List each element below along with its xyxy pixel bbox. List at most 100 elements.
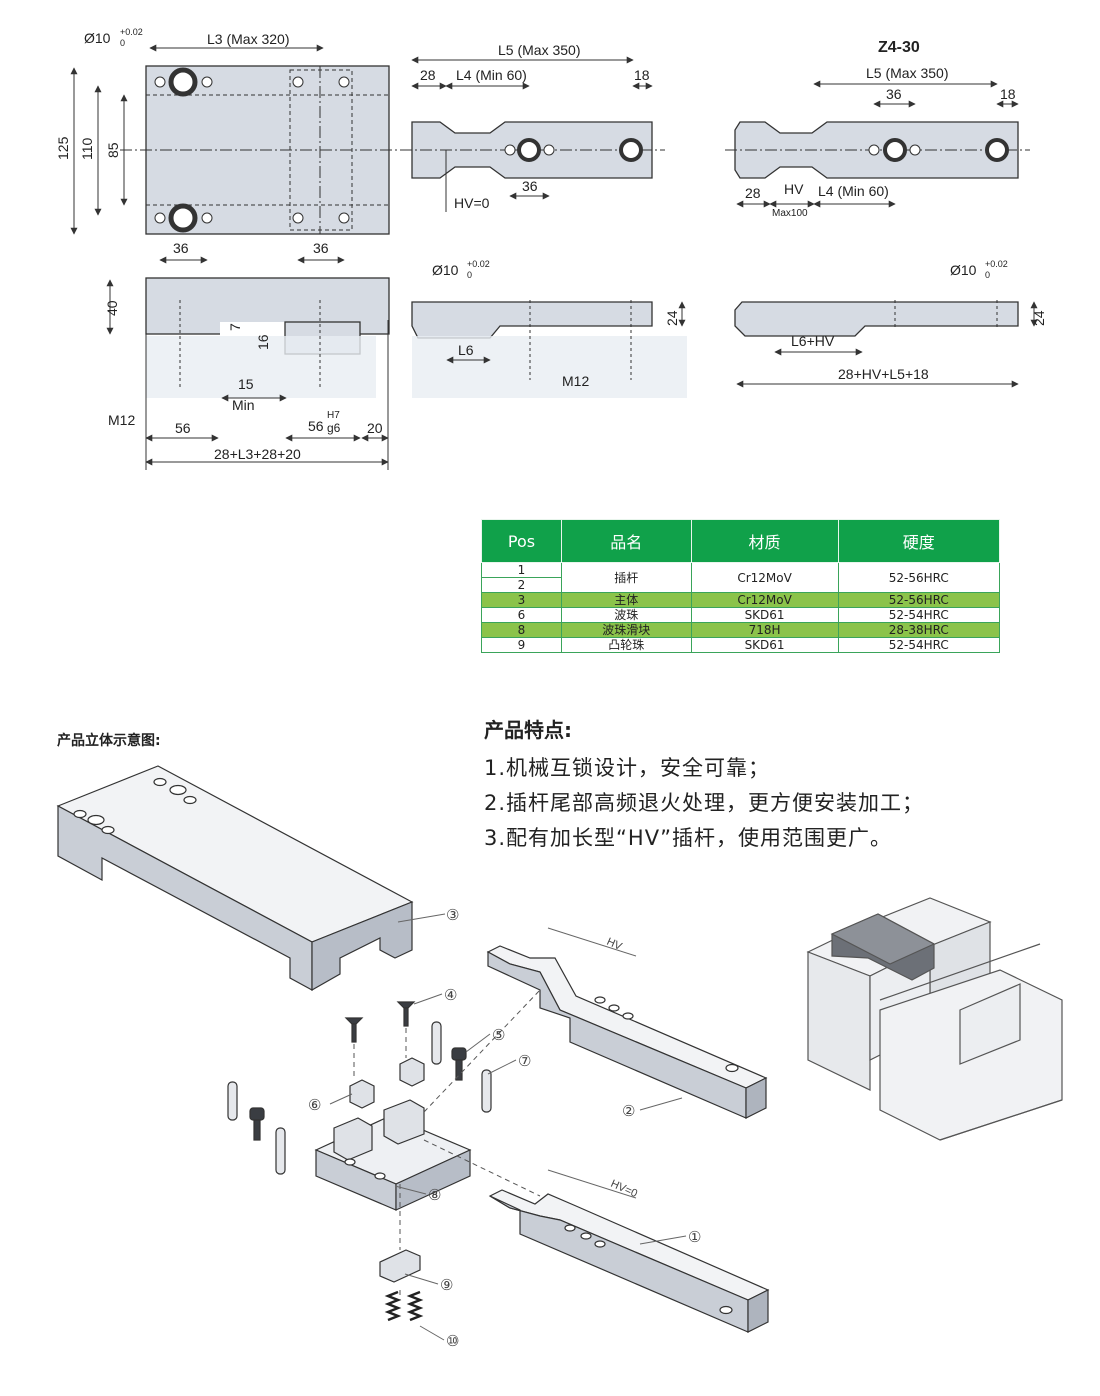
cell-pos: 8 bbox=[481, 622, 562, 638]
cell-name: 凸轮珠 bbox=[560, 637, 692, 653]
dim-max100: Max100 bbox=[772, 208, 808, 219]
table-row: 8 波珠滑块 718H 28-38HRC bbox=[481, 622, 1000, 638]
features-title: 产品特点: bbox=[484, 718, 572, 742]
iso-section-label: 产品立体示意图: bbox=[57, 733, 161, 749]
feature-item: 1.机械互锁设计，安全可靠； bbox=[484, 756, 771, 780]
cell-material: Cr12MoV bbox=[690, 592, 839, 608]
dim-24-right: 24 bbox=[1031, 310, 1047, 326]
springs bbox=[384, 1290, 424, 1322]
cell-hardness: 52-56HRC bbox=[837, 592, 1000, 608]
dim-40: 40 bbox=[104, 300, 120, 316]
dim-d10-left: Ø10 bbox=[84, 30, 111, 46]
cell-material: SKD61 bbox=[690, 637, 839, 653]
ball-plunger-3d bbox=[349, 1057, 425, 1109]
feature-item: 3.配有加长型“HV”插杆，使用范围更广。 bbox=[484, 826, 892, 850]
dim-7: 7 bbox=[227, 323, 243, 331]
dim-28-mid: 28 bbox=[420, 67, 436, 83]
cell-hardness: 28-38HRC bbox=[837, 622, 1000, 638]
dim-85: 85 bbox=[105, 142, 121, 158]
dim-36-b: 36 bbox=[313, 240, 329, 256]
dim-total-right: 28+HV+L5+18 bbox=[838, 366, 929, 382]
callout-5: ⑤ bbox=[492, 1027, 505, 1044]
callout-2: ② bbox=[622, 1103, 635, 1120]
dim-m12-mid: M12 bbox=[562, 373, 589, 389]
cell-pos: 9 bbox=[481, 637, 562, 653]
dim-l4-mid: L4 (Min 60) bbox=[456, 67, 527, 83]
callout-4: ④ bbox=[444, 987, 457, 1004]
dim-tol-up: +0.02 bbox=[120, 27, 143, 37]
dim-36-mid: 36 bbox=[522, 178, 538, 194]
callout-1: ① bbox=[688, 1229, 701, 1246]
dim-24-mid: 24 bbox=[664, 310, 680, 326]
model-code: Z4-30 bbox=[878, 39, 920, 56]
dim-36-a: 36 bbox=[173, 240, 189, 256]
cell-pos: 3 bbox=[481, 592, 562, 608]
dim-min: Min bbox=[232, 397, 255, 413]
cell-name: 波珠 bbox=[560, 607, 692, 623]
dim-110: 110 bbox=[79, 137, 95, 160]
dim-hv-right: HV bbox=[784, 181, 804, 197]
callout-10: ⑩ bbox=[446, 1333, 459, 1350]
screws bbox=[249, 1001, 467, 1141]
dim-l6: L6 bbox=[458, 342, 474, 358]
dim-20: 20 bbox=[367, 420, 383, 436]
header-hardness: 硬度 bbox=[837, 519, 1000, 563]
callout-9: ⑨ bbox=[440, 1277, 453, 1294]
cell-name: 波珠滑块 bbox=[560, 622, 692, 638]
dim-g6: g6 bbox=[327, 421, 341, 435]
dim-16: 16 bbox=[255, 334, 271, 350]
spec-table: Pos 品名 材质 硬度 1 插杆 Cr12MoV 52-56HRC 2 3 主… bbox=[481, 519, 1000, 653]
dim-15: 15 bbox=[238, 376, 254, 392]
cell-material: Cr12MoV bbox=[690, 562, 839, 593]
mold-assembly-illustration bbox=[806, 897, 1063, 1141]
svg-text:0: 0 bbox=[467, 270, 472, 280]
cell-name: 主体 bbox=[560, 592, 692, 608]
main-body-3d bbox=[56, 765, 414, 992]
header-material: 材质 bbox=[690, 519, 839, 563]
cell-name: 插杆 bbox=[560, 562, 692, 593]
dowel-pins bbox=[227, 1021, 492, 1175]
dim-d10-right: Ø10 bbox=[950, 262, 977, 278]
table-row: 6 波珠 SKD61 52-54HRC bbox=[481, 607, 1000, 623]
svg-text:+0.02: +0.02 bbox=[985, 259, 1008, 269]
dim-125: 125 bbox=[55, 136, 71, 160]
dim-hv0: HV=0 bbox=[454, 195, 490, 211]
dim-l4-right: L4 (Min 60) bbox=[818, 183, 889, 199]
svg-text:0: 0 bbox=[985, 270, 990, 280]
table-row: 9 凸轮珠 SKD61 52-54HRC bbox=[481, 637, 1000, 653]
pin-bar-side-view bbox=[411, 301, 653, 339]
callout-3: ③ bbox=[446, 907, 459, 924]
dim-28-right: 28 bbox=[745, 185, 761, 201]
dim-l6hv: L6+HV bbox=[791, 333, 835, 349]
iso-hv-label: HV bbox=[605, 936, 624, 953]
table-row: 3 主体 Cr12MoV 52-56HRC bbox=[481, 592, 1000, 608]
callout-6: ⑥ bbox=[308, 1097, 321, 1114]
header-pos: Pos bbox=[481, 519, 562, 563]
dim-total-left: 28+L3+28+20 bbox=[214, 446, 301, 462]
cell-hardness: 52-54HRC bbox=[837, 607, 1000, 623]
feature-item: 2.插杆尾部高频退火处理，更方便安装加工； bbox=[484, 791, 925, 815]
hv-pin-bar-3d bbox=[486, 945, 768, 1119]
dim-d10-mid: Ø10 bbox=[432, 262, 459, 278]
dim-18-mid: 18 bbox=[634, 67, 650, 83]
dim-56: 56 bbox=[175, 420, 191, 436]
bolt-hole bbox=[168, 67, 198, 97]
callout-8: ⑧ bbox=[428, 1187, 441, 1204]
callout-7: ⑦ bbox=[518, 1053, 531, 1070]
hv-pin-bar-side-view bbox=[734, 301, 1019, 337]
iso-hv0-label: HV=0 bbox=[609, 1178, 639, 1200]
cell-material: SKD61 bbox=[690, 607, 839, 623]
svg-text:+0.02: +0.02 bbox=[467, 259, 490, 269]
dim-18-right: 18 bbox=[1000, 86, 1016, 102]
cell-pos: 1 bbox=[481, 562, 562, 578]
dim-h7: H7 bbox=[327, 410, 340, 421]
dim-l5-right: L5 (Max 350) bbox=[866, 65, 948, 81]
cell-hardness: 52-56HRC bbox=[837, 562, 1000, 593]
technical-drawing: Ø10 +0.02 0 L3 (Max 320) 125 110 85 36 3… bbox=[55, 27, 1047, 470]
cell-pos: 2 bbox=[481, 577, 562, 593]
cell-pos: 6 bbox=[481, 607, 562, 623]
table-row: 1 插杆 Cr12MoV 52-56HRC bbox=[481, 562, 1000, 593]
dim-l5-mid: L5 (Max 350) bbox=[498, 42, 580, 58]
dim-l3: L3 (Max 320) bbox=[207, 31, 289, 47]
cell-hardness: 52-54HRC bbox=[837, 637, 1000, 653]
